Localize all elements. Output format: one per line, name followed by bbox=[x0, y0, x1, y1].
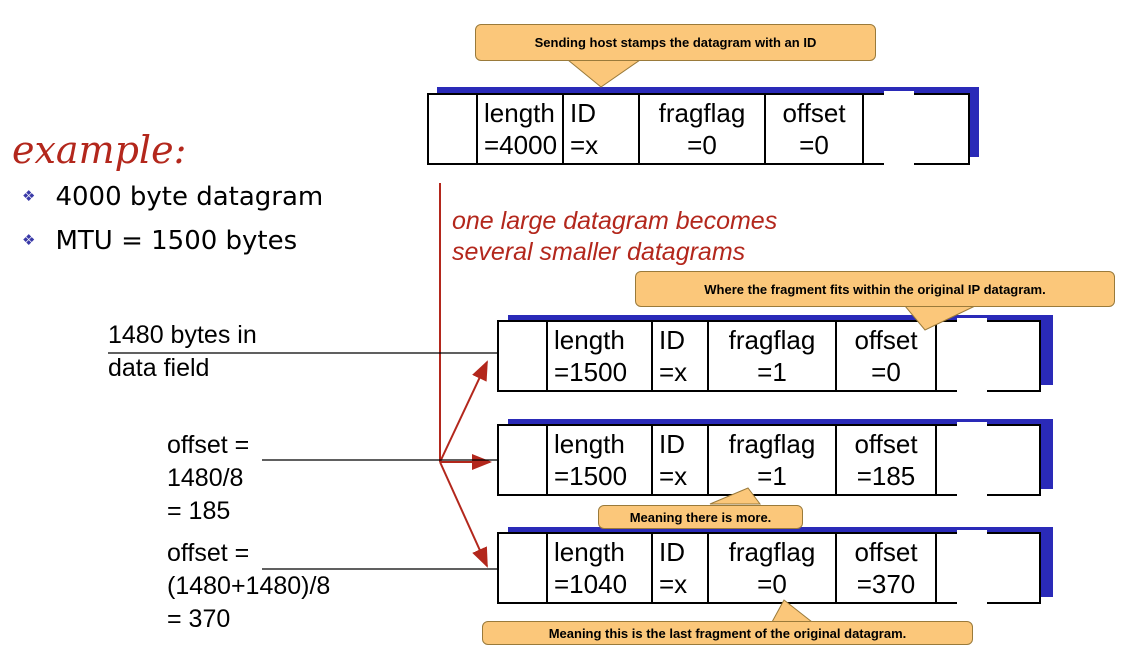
payload-gap bbox=[957, 318, 987, 394]
length-cell: length=4000 bbox=[476, 95, 562, 163]
label-line: 1480 bytes in bbox=[108, 321, 257, 349]
original-datagram: length=4000 ID=x fragflag=0 offset=0 bbox=[427, 91, 970, 167]
payload-cell bbox=[935, 534, 1041, 602]
payload-gap bbox=[957, 422, 987, 498]
id-callout-pointer bbox=[566, 59, 642, 88]
id-cell: ID=x bbox=[651, 426, 707, 494]
label-line: = 185 bbox=[167, 497, 231, 525]
id-cell: ID=x bbox=[651, 534, 707, 602]
label-line: (1480+1480)/8 bbox=[167, 572, 331, 600]
example-title: example: bbox=[12, 128, 187, 172]
label-line: offset = bbox=[167, 431, 250, 459]
label-line: 1480/8 bbox=[167, 464, 244, 492]
diamond-bullet-icon: ❖ bbox=[22, 187, 36, 205]
frag3-offset-label: offset = (1480+1480)/8 = 370 bbox=[167, 537, 330, 636]
offset-cell: offset=370 bbox=[835, 534, 935, 602]
payload-cell bbox=[935, 322, 1041, 390]
last-callout-pointer bbox=[771, 599, 814, 623]
arrow-to-frag3 bbox=[439, 461, 488, 568]
offset-callout-pointer bbox=[903, 305, 976, 331]
label-line: data field bbox=[108, 354, 210, 382]
offset-cell: offset=0 bbox=[835, 322, 935, 390]
payload-cell bbox=[935, 426, 1041, 494]
fragflag-cell: fragflag=1 bbox=[707, 322, 835, 390]
arrow-to-frag1 bbox=[439, 360, 488, 463]
more-fragments-callout: Meaning there is more. bbox=[598, 505, 803, 529]
id-cell: ID=x bbox=[562, 95, 638, 163]
last-fragment-callout: Meaning this is the last fragment of the… bbox=[482, 621, 973, 645]
id-stamp-callout: Sending host stamps the datagram with an… bbox=[475, 24, 876, 61]
offset-cell: offset=185 bbox=[835, 426, 935, 494]
label-line: offset = bbox=[167, 539, 250, 567]
fragmentation-note: one large datagram becomes several small… bbox=[452, 206, 777, 268]
note-line-2: several smaller datagrams bbox=[452, 238, 746, 266]
bullet-mtu: ❖ MTU = 1500 bytes bbox=[22, 226, 297, 256]
id-cell: ID=x bbox=[651, 322, 707, 390]
frag1-label: 1480 bytes in data field bbox=[108, 319, 257, 385]
fragflag-cell: fragflag=1 bbox=[707, 426, 835, 494]
label-line: = 370 bbox=[167, 605, 231, 633]
more-callout-pointer bbox=[709, 487, 761, 505]
bullet-text: MTU = 1500 bytes bbox=[55, 226, 298, 256]
fragment-2: length=1500 ID=x fragflag=1 offset=185 bbox=[497, 422, 1041, 498]
fragflag-cell: fragflag=0 bbox=[707, 534, 835, 602]
payload-gap bbox=[884, 91, 914, 167]
offset-fit-callout: Where the fragment fits within the origi… bbox=[635, 271, 1115, 307]
diamond-bullet-icon: ❖ bbox=[22, 231, 36, 249]
fragment-1: length=1500 ID=x fragflag=1 offset=0 bbox=[497, 318, 1041, 394]
payload-cell bbox=[862, 95, 970, 163]
bullet-text: 4000 byte datagram bbox=[55, 182, 324, 212]
frag2-offset-label: offset = 1480/8 = 185 bbox=[167, 429, 249, 528]
fragment-3: length=1040 ID=x fragflag=0 offset=370 bbox=[497, 530, 1041, 606]
note-line-1: one large datagram becomes bbox=[452, 207, 778, 235]
length-cell: length=1040 bbox=[546, 534, 651, 602]
offset-cell: offset=0 bbox=[764, 95, 862, 163]
length-cell: length=1500 bbox=[546, 426, 651, 494]
payload-gap bbox=[957, 530, 987, 606]
bullet-datagram-size: ❖ 4000 byte datagram bbox=[22, 182, 323, 212]
length-cell: length=1500 bbox=[546, 322, 651, 390]
fragflag-cell: fragflag=0 bbox=[638, 95, 764, 163]
